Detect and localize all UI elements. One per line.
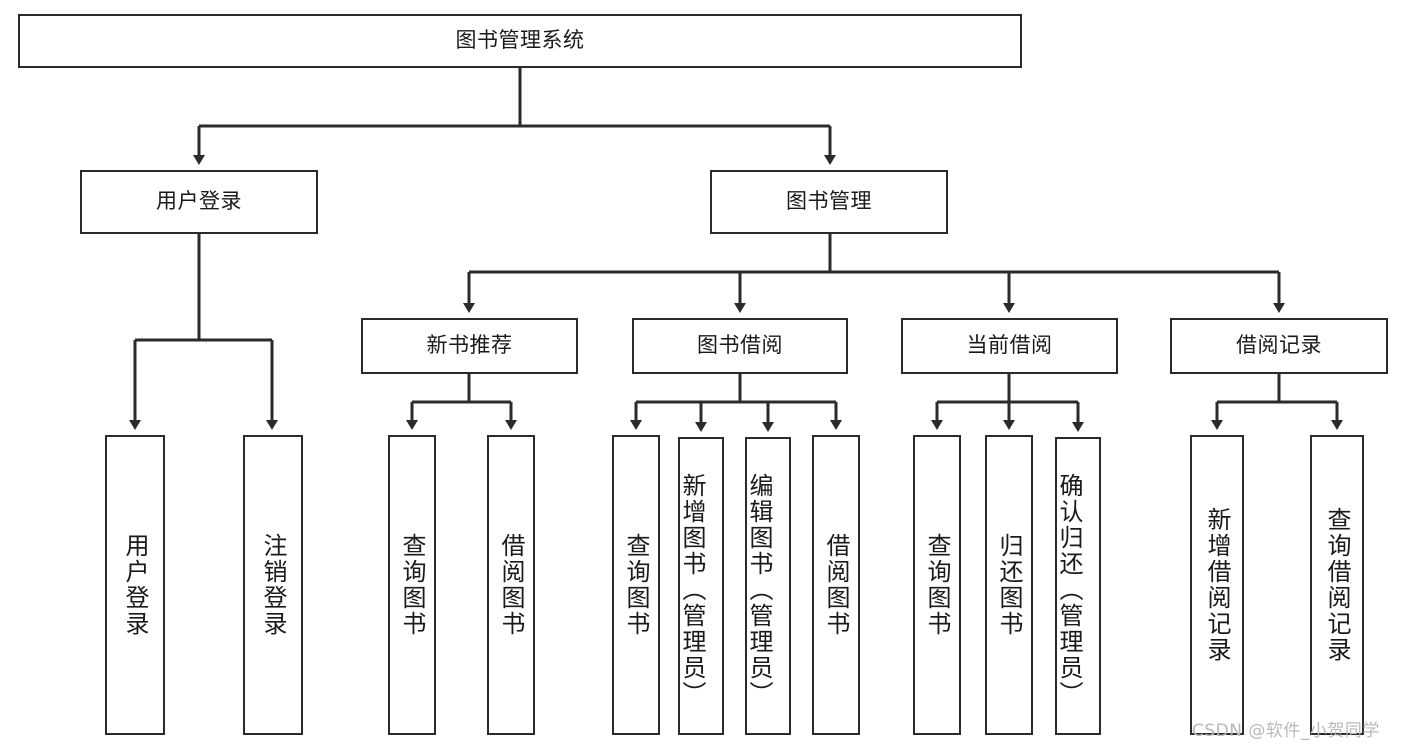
node-leaf-user-login[interactable]: 用户登录	[105, 435, 165, 735]
node-new-book-rec-label: 新书推荐	[426, 333, 513, 358]
node-current-borrow[interactable]: 当前借阅	[901, 318, 1118, 374]
node-leaf-return-book[interactable]: 归还图书	[985, 435, 1033, 735]
node-leaf-add-record-label: 新增借阅记录	[1203, 507, 1231, 663]
node-user-login[interactable]: 用户登录	[80, 170, 318, 234]
node-leaf-logout-label: 注销登录	[259, 533, 287, 637]
node-leaf-logout[interactable]: 注销登录	[243, 435, 303, 735]
node-leaf-add-book-label: 新增图书（管理员）	[678, 473, 706, 707]
node-leaf-query-book-1-label: 查询图书	[398, 533, 426, 637]
node-leaf-confirm-return[interactable]: 确认归还（管理员）	[1055, 437, 1101, 735]
node-leaf-query-book-2[interactable]: 查询图书	[612, 435, 660, 735]
node-leaf-edit-book[interactable]: 编辑图书（管理员）	[745, 437, 791, 735]
node-leaf-confirm-return-label: 确认归还（管理员）	[1055, 473, 1083, 707]
node-leaf-add-record[interactable]: 新增借阅记录	[1190, 435, 1244, 735]
node-root[interactable]: 图书管理系统	[18, 14, 1022, 68]
node-user-login-label: 用户登录	[156, 189, 242, 214]
node-current-borrow-label: 当前借阅	[966, 333, 1053, 358]
node-leaf-query-book-2-label: 查询图书	[622, 533, 650, 637]
node-leaf-borrow-book-2[interactable]: 借阅图书	[812, 435, 860, 735]
node-leaf-query-record[interactable]: 查询借阅记录	[1310, 435, 1364, 735]
node-book-borrow[interactable]: 图书借阅	[632, 318, 848, 374]
node-leaf-add-book[interactable]: 新增图书（管理员）	[678, 437, 724, 735]
node-leaf-borrow-book-1[interactable]: 借阅图书	[487, 435, 535, 735]
node-leaf-query-book-3[interactable]: 查询图书	[913, 435, 961, 735]
node-book-borrow-label: 图书借阅	[697, 333, 783, 358]
node-borrow-record-label: 借阅记录	[1236, 333, 1322, 358]
node-root-label: 图书管理系统	[455, 28, 585, 53]
node-leaf-edit-book-label: 编辑图书（管理员）	[745, 473, 773, 707]
node-new-book-rec[interactable]: 新书推荐	[361, 318, 578, 374]
node-leaf-borrow-book-2-label: 借阅图书	[822, 533, 850, 637]
node-leaf-query-record-label: 查询借阅记录	[1323, 507, 1351, 663]
node-book-manage-label: 图书管理	[786, 189, 872, 214]
node-leaf-return-book-label: 归还图书	[995, 533, 1023, 637]
node-book-manage[interactable]: 图书管理	[710, 170, 948, 234]
node-leaf-user-login-label: 用户登录	[121, 533, 149, 637]
node-borrow-record[interactable]: 借阅记录	[1170, 318, 1388, 374]
node-leaf-query-book-1[interactable]: 查询图书	[388, 435, 436, 735]
csdn-watermark: CSDN @软件_小贺同学	[1192, 721, 1380, 741]
node-leaf-query-book-3-label: 查询图书	[923, 533, 951, 637]
node-leaf-borrow-book-1-label: 借阅图书	[497, 533, 525, 637]
